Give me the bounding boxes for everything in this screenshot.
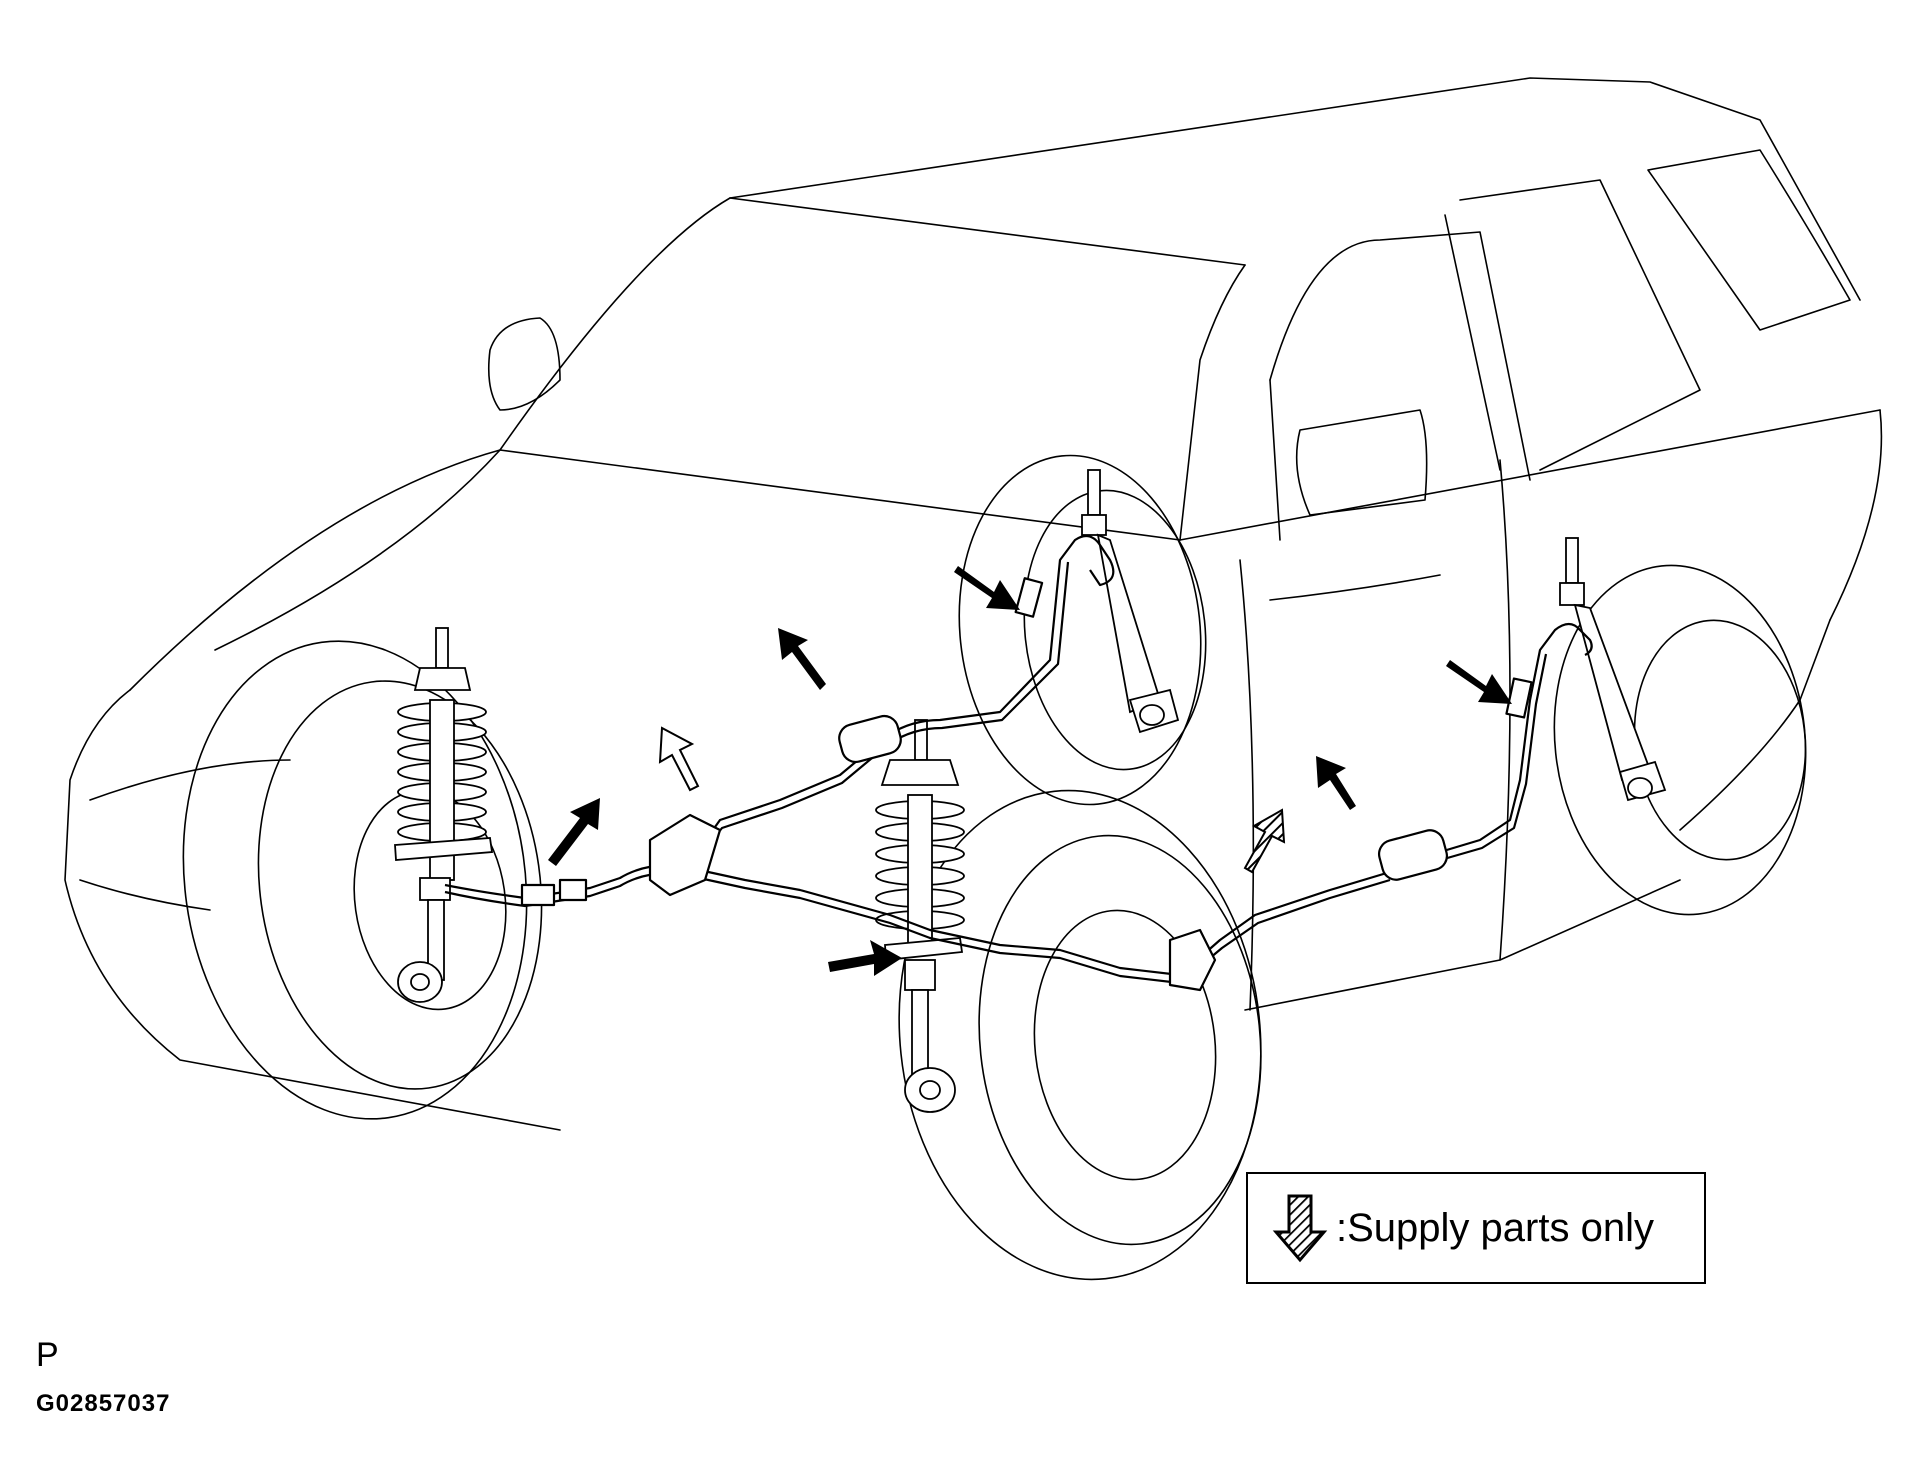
- rear-left-wheel: [958, 454, 1202, 806]
- rear-left-shock-absorber: [1081, 469, 1180, 734]
- vehicle-body: [64, 77, 1883, 1131]
- hatched-down-arrow-icon: [1272, 1194, 1328, 1263]
- supply-part-arrows: [658, 726, 1286, 874]
- hollow-arrow-icon: [658, 726, 700, 792]
- legend-label: :Supply parts only: [1336, 1205, 1654, 1250]
- arrow-icon: [954, 566, 1020, 610]
- reference-letter: P: [36, 1336, 59, 1374]
- legend-box: :Supply parts only: [1246, 1172, 1706, 1284]
- arrow-icon: [828, 940, 902, 976]
- front-left-wheel: [182, 640, 528, 1120]
- arrow-icon: [1446, 660, 1512, 704]
- figure-code: G02857037: [36, 1390, 171, 1417]
- front-right-wheel: [898, 789, 1262, 1281]
- hatched-arrow-icon: [1243, 808, 1286, 874]
- part-indicator-arrows: [548, 566, 1512, 976]
- wheels: [182, 454, 1807, 1281]
- arrow-icon: [1316, 756, 1356, 810]
- rear-right-shock-absorber: [1559, 537, 1667, 802]
- arrow-icon: [778, 628, 826, 690]
- front-right-shock-absorber: [875, 719, 965, 1113]
- wire-harness: [444, 534, 1593, 992]
- front-left-shock-absorber: [394, 627, 494, 1003]
- arrow-icon: [548, 798, 600, 866]
